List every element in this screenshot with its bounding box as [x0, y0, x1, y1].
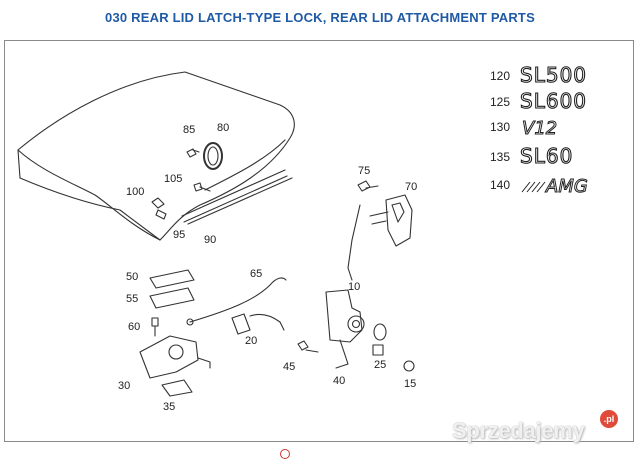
- bracket-50: [149, 269, 195, 289]
- bolt-60: [151, 317, 159, 337]
- cable-65: [189, 277, 287, 323]
- switch-20: [231, 313, 251, 335]
- clip: [186, 148, 197, 158]
- screw: [193, 182, 211, 192]
- latch-lock-30: [139, 335, 199, 379]
- bumper: [151, 197, 167, 220]
- callout-90: 90: [204, 234, 216, 246]
- watermark-text: Sprzedajemy: [452, 418, 585, 443]
- page-title: 030 REAR LID LATCH-TYPE LOCK, REAR LID A…: [105, 10, 535, 25]
- cable-35: [161, 379, 193, 397]
- callout-20: 20: [245, 335, 257, 347]
- callout-45: 45: [283, 361, 295, 373]
- badge-list: 120 SL500 125 SL600 130 V12 135 SL60 140…: [490, 62, 588, 197]
- callout-85: 85: [183, 124, 195, 136]
- bracket-55: [149, 287, 195, 309]
- callout-80: 80: [217, 122, 229, 134]
- callout-55: 55: [126, 293, 138, 305]
- callout-95: 95: [173, 229, 185, 241]
- callout-65: 65: [250, 268, 262, 280]
- badge-number: 130: [490, 120, 510, 134]
- rear-lid-panel: [17, 71, 295, 241]
- callout-10: 10: [348, 281, 360, 293]
- badge-sl600: SL600: [520, 89, 587, 113]
- nut-15: [403, 360, 415, 372]
- callout-70: 70: [405, 181, 417, 193]
- ring-25: [373, 323, 387, 341]
- callout-25: 25: [374, 359, 386, 371]
- latch-10: [325, 289, 363, 343]
- bolt-45: [297, 340, 319, 353]
- page-indicator-dot[interactable]: [280, 449, 290, 459]
- callout-30: 30: [118, 380, 130, 392]
- clip-25b: [372, 344, 384, 356]
- callout-100: 100: [126, 186, 144, 198]
- callout-35: 35: [163, 401, 175, 413]
- callout-60: 60: [128, 321, 140, 333]
- diagram-frame: [4, 40, 634, 442]
- badge-sl60: SL60: [520, 144, 573, 168]
- emblem-ring: [203, 142, 223, 170]
- seal-strip-95: [181, 169, 288, 223]
- badge-number: 125: [490, 95, 510, 109]
- callout-75: 75: [358, 165, 370, 177]
- badge-number: 135: [490, 150, 510, 164]
- callout-105: 105: [164, 173, 182, 185]
- bolt-75: [357, 180, 379, 192]
- callout-40: 40: [333, 375, 345, 387]
- badge-amg: AMG: [545, 176, 588, 197]
- callout-15: 15: [404, 378, 416, 390]
- callout-50: 50: [126, 271, 138, 283]
- seal-strip-90: [187, 177, 293, 225]
- watermark-badge: .pl: [600, 410, 618, 428]
- badge-v12: V12: [522, 118, 557, 139]
- badge-sl500: SL500: [520, 63, 587, 87]
- badge-number: 120: [490, 69, 510, 83]
- amg-stripes-icon: [521, 181, 546, 193]
- badge-number: 140: [490, 178, 510, 192]
- lock-bracket: [385, 194, 413, 247]
